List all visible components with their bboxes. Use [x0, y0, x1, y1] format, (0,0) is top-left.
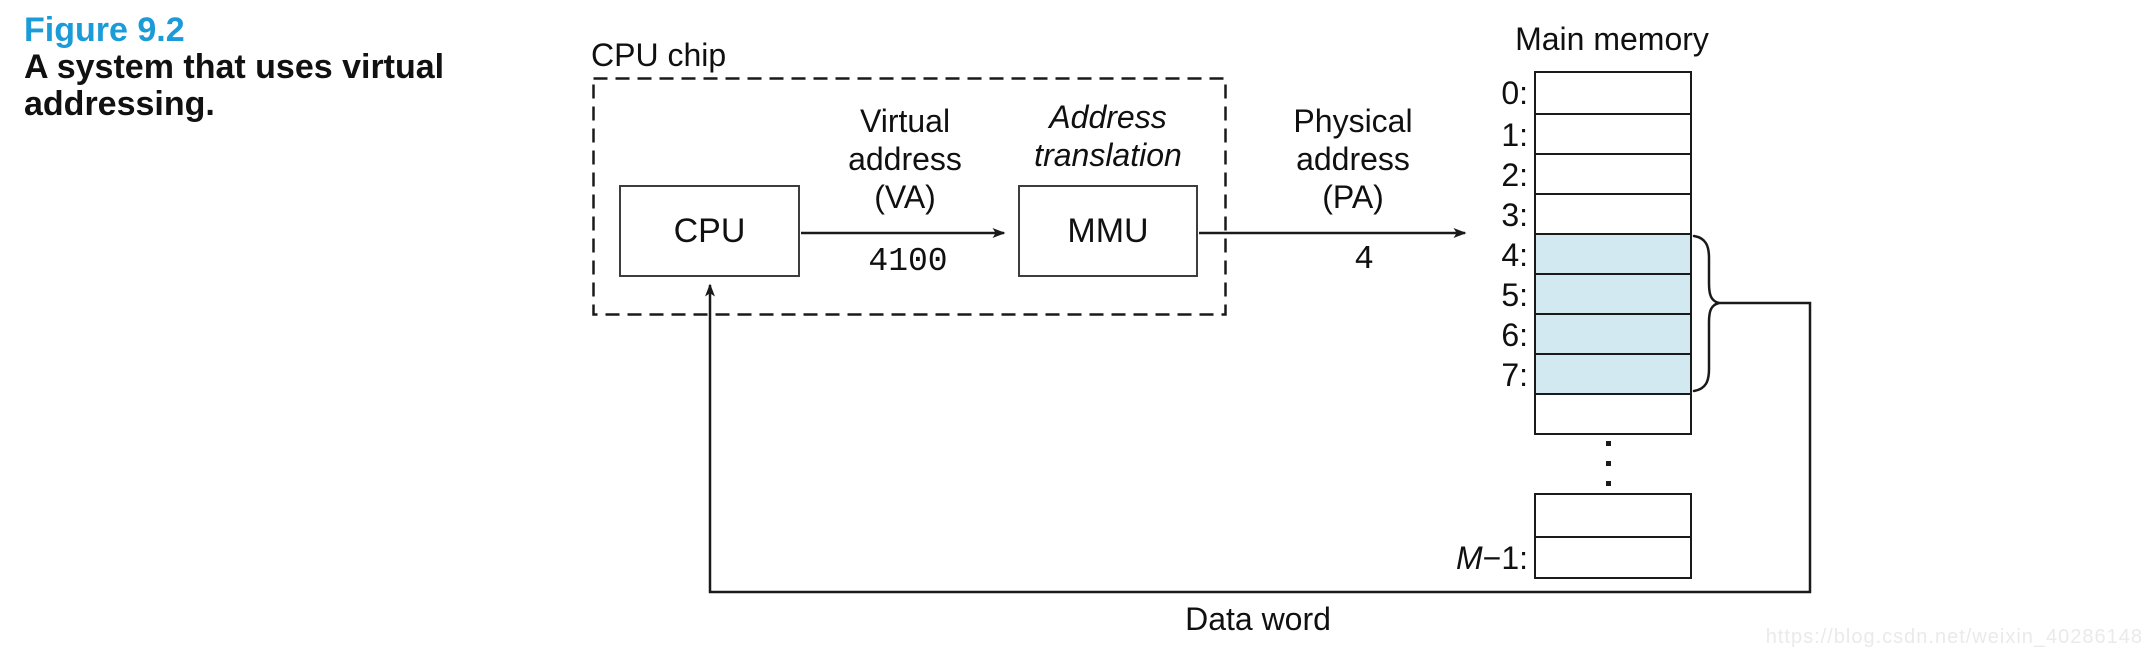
memory-cell: 5:	[1501, 273, 1690, 313]
memory-cell-label: 7:	[1501, 357, 1528, 393]
memory-cell-label: 6:	[1501, 317, 1528, 353]
address-translation-label: Address translation	[1034, 99, 1182, 173]
memory-cell-label: 1:	[1501, 117, 1528, 153]
physical-address-label: Physical address (PA)	[1293, 103, 1413, 215]
main-memory-title: Main memory	[1515, 21, 1709, 57]
memory-pages-brace	[1692, 234, 1720, 393]
memory-column: 0: 1: 2: 3: 4: 5: 6: 7:	[1501, 71, 1692, 435]
memory-cell: 3:	[1501, 193, 1690, 233]
memory-cell	[1536, 393, 1690, 433]
mmu-box: MMU	[1018, 185, 1198, 277]
physical-address-value: 4	[1354, 241, 1374, 278]
figure-title-line2: addressing.	[24, 85, 215, 123]
data-word-label: Data word	[1185, 601, 1331, 637]
memory-cell: M−1:	[1456, 536, 1690, 577]
memory-bottom-block: M−1:	[1456, 493, 1692, 579]
memory-cell-label: 2:	[1501, 157, 1528, 193]
figure-number: Figure 9.2	[24, 11, 185, 49]
vertical-ellipsis-dot	[1606, 461, 1611, 466]
memory-cell-label: 4:	[1501, 237, 1528, 273]
memory-cell: 6:	[1501, 313, 1690, 353]
vertical-ellipsis-dot	[1606, 481, 1611, 486]
memory-cell: 1:	[1501, 113, 1690, 153]
figure-title-line1: A system that uses virtual	[24, 48, 445, 86]
vertical-ellipsis-dot	[1606, 441, 1611, 446]
virtual-address-value: 4100	[868, 243, 948, 280]
cpu-chip-label: CPU chip	[591, 37, 727, 73]
memory-cell-label: 0:	[1501, 75, 1528, 111]
memory-cell: 0:	[1501, 73, 1690, 113]
memory-cell: 4:	[1501, 233, 1690, 273]
virtual-address-label: Virtual address (VA)	[848, 103, 962, 215]
memory-cell-label: M−1:	[1455, 540, 1528, 576]
memory-cell: 7:	[1501, 353, 1690, 393]
memory-cell: 2:	[1501, 153, 1690, 193]
memory-cell-label: 3:	[1501, 197, 1528, 233]
memory-cell-label: 5:	[1501, 277, 1528, 313]
cpu-box: CPU	[619, 185, 800, 277]
watermark-url: https://blog.csdn.net/weixin_40286148	[1765, 626, 2143, 648]
figure-caption: Figure 9.2 A system that uses virtual ad…	[24, 12, 444, 123]
memory-cell	[1536, 495, 1690, 536]
